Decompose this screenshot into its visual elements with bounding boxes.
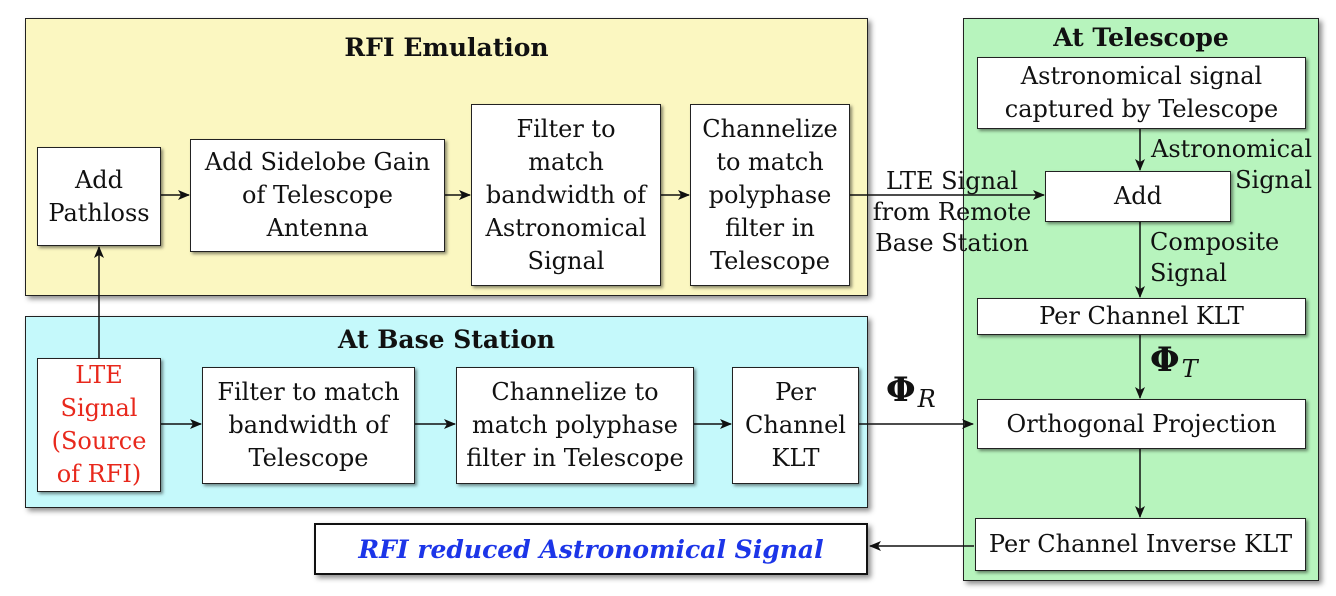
phi-r-symbol: Φ [886, 370, 916, 410]
composite-signal-label: Composite Signal [1150, 228, 1280, 287]
rfi-emulation-title: RFI Emulation [344, 33, 549, 62]
bs-channelize-block: Channelize to match polyphase filter in … [456, 367, 694, 484]
bs-per-channel-klt-block: Per Channel KLT [732, 367, 859, 484]
add-pathloss-block: Add Pathloss [37, 147, 161, 246]
astronomical-signal-label: Astronomical Signal [1151, 135, 1312, 194]
base-station-panel: At Base Station [25, 316, 868, 508]
telescope-title: At Telescope [1053, 23, 1229, 52]
per-channel-klt-block: Per Channel KLT [977, 298, 1306, 335]
filter-astronomical-bandwidth-block: Filter to match bandwidth of Astronomica… [471, 104, 661, 286]
phi-t-subscript: T [1181, 355, 1198, 383]
per-channel-inverse-klt-block: Per Channel Inverse KLT [975, 518, 1306, 571]
lte-remote-label: LTE Signal from Remote Base Station [872, 167, 1032, 257]
phi-r-subscript: R [917, 385, 936, 413]
lte-signal-source-block: LTE Signal (Source of RFI) [37, 358, 161, 492]
bs-filter-block: Filter to match bandwidth of Telescope [202, 367, 415, 484]
phi-t-label: ΦT [1150, 340, 1198, 383]
orthogonal-projection-block: Orthogonal Projection [977, 399, 1306, 449]
add-block: Add [1045, 171, 1231, 222]
astronomical-signal-captured-block: Astronomical signal captured by Telescop… [977, 57, 1306, 129]
add-sidelobe-gain-block: Add Sidelobe Gain of Telescope Antenna [190, 139, 445, 252]
rfi-reduced-output-box: RFI reduced Astronomical Signal [314, 523, 868, 575]
phi-t-symbol: Φ [1150, 340, 1180, 380]
phi-r-label: ΦR [886, 370, 936, 413]
base-station-title: At Base Station [338, 325, 555, 354]
channelize-polyphase-block: Channelize to match polyphase filter in … [690, 104, 850, 286]
